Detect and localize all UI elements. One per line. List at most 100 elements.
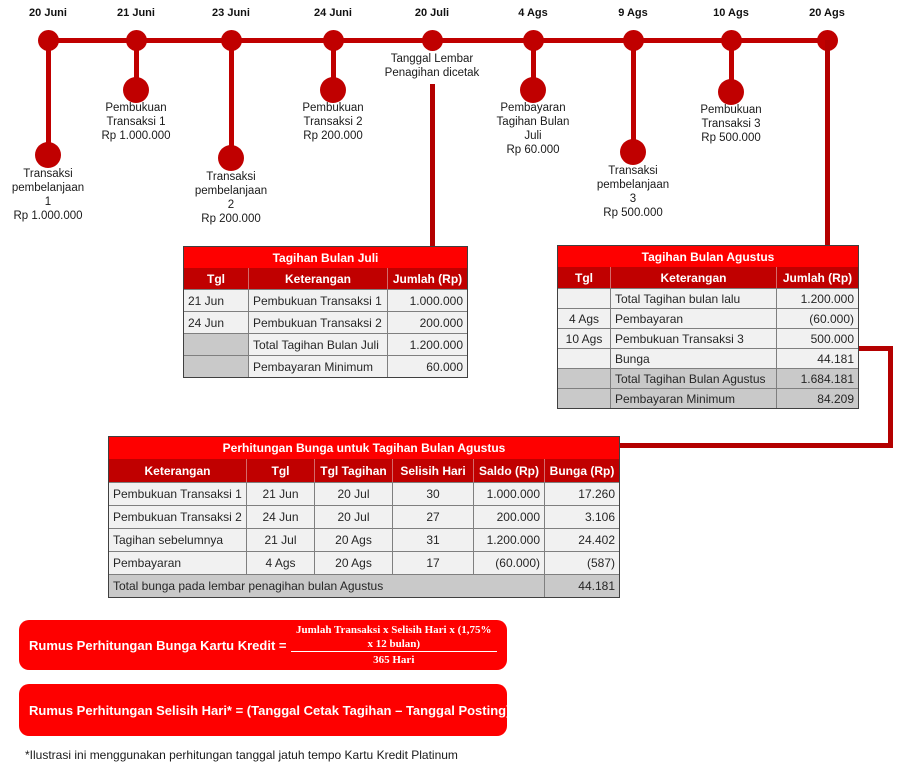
table-header-cell: Keterangan <box>248 268 387 289</box>
timeline-event-label-line: Juli <box>524 130 542 143</box>
timeline-event-label-line: pembelanjaan <box>596 179 670 192</box>
table-cell: 1.000.000 <box>473 482 544 505</box>
table-cell: 20 Ags <box>314 528 392 551</box>
formula-bunga-denominator: 365 Hari <box>373 654 415 667</box>
table-cell: (587) <box>544 551 619 574</box>
timeline-event-circle <box>718 79 744 105</box>
table-cell: 21 Jun <box>246 482 314 505</box>
timeline-event-label-line: Rp 1.000.000 <box>101 130 171 143</box>
timeline-event-label-line: pembelanjaan <box>194 185 268 198</box>
table-header-cell: Tgl Tagihan <box>314 459 392 482</box>
timeline-date-label: 20 Ags <box>809 7 845 19</box>
table-cell: 1.200.000 <box>473 528 544 551</box>
table-cell: 20 Jul <box>314 505 392 528</box>
table-header-cell: Jumlah (Rp) <box>776 267 858 288</box>
timeline-stem <box>45 40 51 155</box>
table-cell: Pembayaran <box>610 308 776 328</box>
timeline-date-label: 23 Juni <box>212 7 250 19</box>
table-cell: 200.000 <box>387 311 467 333</box>
table-cell: Pembukuan Transaksi 3 <box>610 328 776 348</box>
formula-bunga-numerator: Jumlah Transaksi x Selisih Hari x (1,75%… <box>290 623 497 653</box>
formula-selisih-hari-text: Rumus Perhitungan Selisih Hari* = (Tangg… <box>29 702 562 718</box>
table-perhitungan-bunga: Perhitungan Bunga untuk Tagihan Bulan Ag… <box>108 436 620 598</box>
timeline-event-circle <box>35 142 61 168</box>
table-cell: Pembukuan Transaksi 1 <box>248 289 387 311</box>
table-cell: 4 Ags <box>558 308 610 328</box>
timeline-event-label-line: Pembukuan <box>302 102 364 114</box>
timeline-date-label: 9 Ags <box>618 7 648 19</box>
timeline-node <box>421 29 443 51</box>
timeline-event-label-line: Transaksi <box>608 165 658 177</box>
connector-bunga-h1 <box>857 346 893 351</box>
table-title: Perhitungan Bunga untuk Tagihan Bulan Ag… <box>109 437 619 459</box>
timeline-event-label-line: Transaksi 3 <box>701 118 761 131</box>
table-cell <box>558 388 610 408</box>
formula-bunga-label: Rumus Perhitungan Bunga Kartu Kredit = <box>29 637 287 653</box>
timeline-event-label-line: Pembayaran <box>500 102 566 114</box>
table-title: Tagihan Bulan Agustus <box>558 246 858 267</box>
table-header-cell: Selisih Hari <box>392 459 473 482</box>
table-cell: Pembukuan Transaksi 2 <box>109 505 246 528</box>
table-cell: 4 Ags <box>246 551 314 574</box>
footnote: *Ilustrasi ini menggunakan perhitungan t… <box>25 748 458 762</box>
table-cell: 17 <box>392 551 473 574</box>
formula-box-selisih-hari: Rumus Perhitungan Selisih Hari* = (Tangg… <box>19 684 561 736</box>
table-cell: (60.000) <box>776 308 858 328</box>
table-cell: 1.684.181 <box>776 368 858 388</box>
timeline-event-label-line: Rp 60.000 <box>506 144 560 157</box>
table-cell: 60.000 <box>387 355 467 377</box>
timeline-date-label: 20 Juli <box>414 7 450 19</box>
table-cell: 30 <box>392 482 473 505</box>
timeline-stem <box>530 40 536 90</box>
table-cell: Bunga <box>610 348 776 368</box>
table-cell: 24.402 <box>544 528 619 551</box>
table-cell: Pembukuan Transaksi 1 <box>109 482 246 505</box>
timeline-date-label: 4 Ags <box>518 7 548 19</box>
timeline-event-label-line: Tanggal Lembar <box>390 53 474 65</box>
table-cell: 10 Ags <box>558 328 610 348</box>
formula-box-bunga: Rumus Perhitungan Bunga Kartu Kredit = J… <box>19 620 507 670</box>
table-row: Total bunga pada lembar penagihan bulan … <box>109 574 619 597</box>
table-cell: 1.200.000 <box>387 333 467 355</box>
table-cell: Total bunga pada lembar penagihan bulan … <box>109 574 544 597</box>
table-cell: 27 <box>392 505 473 528</box>
table-cell: 200.000 <box>473 505 544 528</box>
table-header-cell: Tgl <box>558 267 610 288</box>
connector-bunga-h2 <box>618 443 893 448</box>
timeline-stem <box>630 40 636 152</box>
timeline-event-label-line: Penagihan dicetak <box>384 67 480 80</box>
timeline-stem <box>228 40 234 158</box>
timeline-event-circle <box>320 77 346 103</box>
table-header-cell: Bunga (Rp) <box>544 459 619 482</box>
timeline-event-label-line: Rp 500.000 <box>603 207 663 220</box>
table-cell: 21 Jul <box>246 528 314 551</box>
timeline-stem <box>133 40 139 90</box>
table-cell: Pembayaran Minimum <box>248 355 387 377</box>
timeline-stem <box>330 40 336 90</box>
timeline-stem <box>728 40 734 92</box>
timeline-event-circle <box>620 139 646 165</box>
timeline-event-label-line: Rp 1.000.000 <box>13 210 83 223</box>
timeline-date-label: 24 Juni <box>314 7 352 19</box>
